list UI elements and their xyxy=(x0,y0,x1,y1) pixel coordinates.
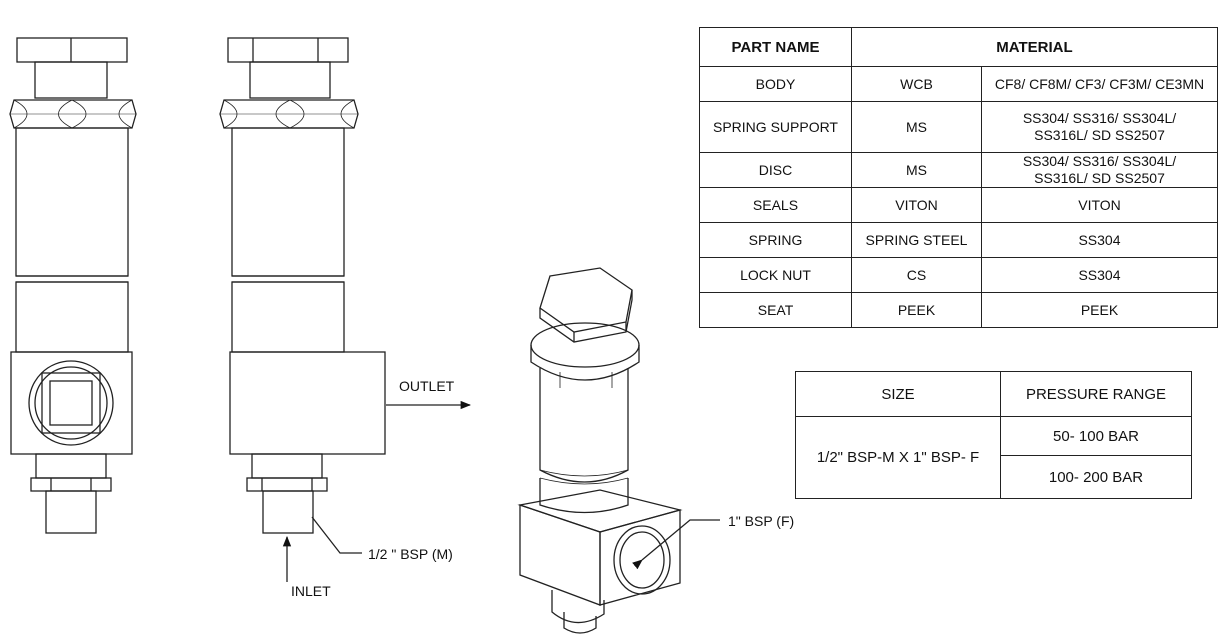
header-size: SIZE xyxy=(795,371,1001,417)
material-alt-cell: SS304/ SS316/ SS304L/ SS316L/ SD SS2507 xyxy=(981,101,1218,153)
material-alt-cell: PEEK xyxy=(981,292,1218,328)
part-name-cell: SEAT xyxy=(699,292,852,328)
part-name-cell: SPRING SUPPORT xyxy=(699,101,852,153)
material-cell: WCB xyxy=(851,66,982,102)
material-cell: CS xyxy=(851,257,982,293)
inlet-label: INLET xyxy=(291,583,331,599)
material-alt-line: SS316L/ SD SS2507 xyxy=(1034,127,1165,143)
material-alt-line: SS304/ SS316/ SS304L/ xyxy=(1022,153,1177,169)
pressure-range-cell: 50- 100 BAR xyxy=(1000,416,1192,456)
material-alt-cell: VITON xyxy=(981,187,1218,223)
material-cell: MS xyxy=(851,101,982,153)
material-alt-cell: CF8/ CF8M/ CF3/ CF3M/ CE3MN xyxy=(981,66,1218,102)
material-alt-cell: SS304/ SS316/ SS304L/ SS316L/ SD SS2507 xyxy=(981,152,1218,188)
material-table: PART NAME MATERIAL BODY WCB CF8/ CF8M/ C… xyxy=(699,27,1218,328)
material-cell: MS xyxy=(851,152,982,188)
material-cell: PEEK xyxy=(851,292,982,328)
material-alt-line: SS304/ SS316/ SS304L/ xyxy=(1022,110,1177,126)
table-row: SPRING SPRING STEEL SS304 xyxy=(699,222,1218,258)
table-row: SEALS VITON VITON xyxy=(699,187,1218,223)
table-row: LOCK NUT CS SS304 xyxy=(699,257,1218,293)
outlet-label: OUTLET xyxy=(399,378,455,394)
table-row: 100- 200 BAR xyxy=(796,455,1192,499)
part-name-cell: SEALS xyxy=(699,187,852,223)
material-alt-line: SS316L/ SD SS2507 xyxy=(1034,170,1165,186)
outlet-thread-label: 1" BSP (F) xyxy=(728,513,795,529)
material-alt-cell: SS304 xyxy=(981,222,1218,258)
side-view xyxy=(219,37,472,582)
material-cell: SPRING STEEL xyxy=(851,222,982,258)
table-row: DISC MS SS304/ SS316/ SS304L/ SS316L/ SD… xyxy=(699,152,1218,188)
table-row: SPRING SUPPORT MS SS304/ SS316/ SS304L/ … xyxy=(699,101,1218,153)
pressure-table-header-row: SIZE PRESSURE RANGE xyxy=(795,371,1192,417)
material-cell: VITON xyxy=(851,187,982,223)
part-name-cell: SPRING xyxy=(699,222,852,258)
size-cell: 1/2" BSP-M X 1" BSP- F xyxy=(795,416,1001,499)
material-alt-line: CF8/ CF8M/ CF3/ CF3M/ CE3MN xyxy=(994,75,1205,92)
part-name-cell: DISC xyxy=(699,152,852,188)
pressure-table: SIZE PRESSURE RANGE 1/2" BSP-M X 1" BSP-… xyxy=(795,371,1192,499)
material-table-header-row: PART NAME MATERIAL xyxy=(699,27,1218,67)
table-row: BODY WCB CF8/ CF8M/ CF3/ CF3M/ CE3MN xyxy=(699,66,1218,102)
part-name-cell: BODY xyxy=(699,66,852,102)
header-part-name: PART NAME xyxy=(699,27,852,67)
header-material: MATERIAL xyxy=(851,27,1218,67)
front-view xyxy=(9,37,137,534)
part-name-cell: LOCK NUT xyxy=(699,257,852,293)
material-alt-cell: SS304 xyxy=(981,257,1218,293)
pressure-range-cell: 100- 200 BAR xyxy=(1000,455,1192,499)
isometric-view xyxy=(517,267,720,634)
table-row: 1/2" BSP-M X 1" BSP- F 50- 100 BAR xyxy=(795,416,1192,499)
header-pressure-range: PRESSURE RANGE xyxy=(1000,371,1192,417)
table-row: SEAT PEEK PEEK xyxy=(699,292,1218,328)
inlet-thread-label: 1/2 " BSP (M) xyxy=(368,546,453,562)
